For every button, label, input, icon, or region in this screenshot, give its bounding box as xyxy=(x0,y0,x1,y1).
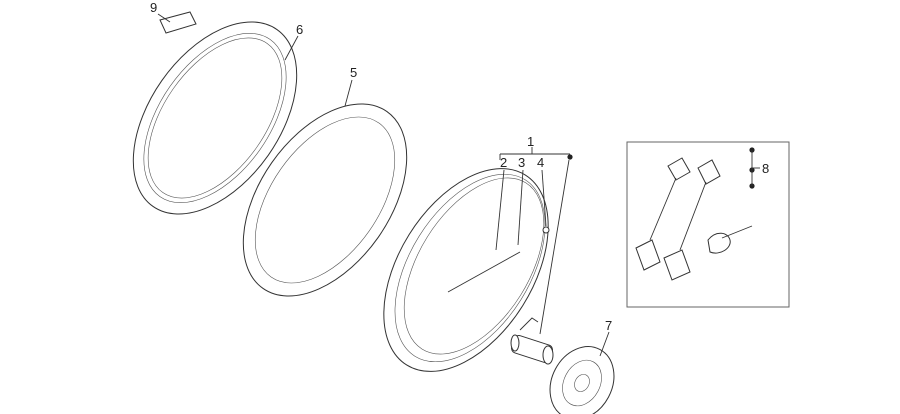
part-8-skewer-left xyxy=(635,157,691,271)
inset-box xyxy=(626,141,790,308)
callout-5: 5 xyxy=(350,65,357,80)
part-rim xyxy=(383,168,549,372)
part-hub xyxy=(510,317,554,365)
callout-1: 1 xyxy=(527,134,534,149)
part-4-nipple xyxy=(542,226,550,234)
leader-lines xyxy=(157,13,610,357)
part-8-wrench xyxy=(707,225,753,254)
callout-3: 3 xyxy=(518,155,525,170)
callout-2: 2 xyxy=(500,155,507,170)
callout-7: 7 xyxy=(605,318,612,333)
part-2-spoke xyxy=(447,251,521,293)
part-8-skewer-right xyxy=(663,159,721,281)
part-9-patch xyxy=(159,11,197,34)
part-5-inner-tube xyxy=(242,103,408,297)
callout-4: 4 xyxy=(537,155,544,170)
callout-8: 8 xyxy=(762,161,769,176)
part-6-tyre xyxy=(132,21,298,215)
callout-6: 6 xyxy=(296,22,303,37)
callout-9: 9 xyxy=(150,0,157,15)
part-7-brake-disc xyxy=(549,346,615,414)
